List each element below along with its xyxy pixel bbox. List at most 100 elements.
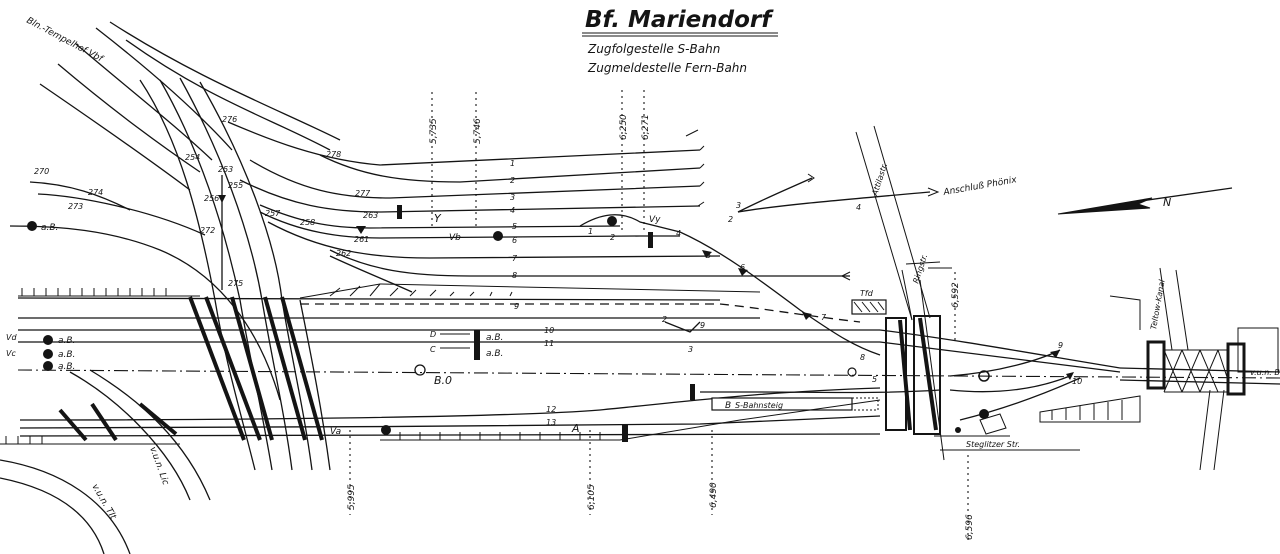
track-line [199,81,283,301]
bridge-girder [918,317,938,431]
switch-number: 278 [326,150,341,159]
signal-label: 5 [872,375,877,384]
track-number: 9 [514,302,519,311]
track-number: 5 [512,222,517,231]
tfd-building [851,299,887,315]
track-line [949,375,1071,393]
buffer-stop [807,173,815,183]
bridge-girder [230,296,274,441]
signal-label: Vb [449,233,461,243]
b0-label: B.0 [434,374,452,387]
km-label: 6,592 [951,282,961,308]
switch-number: 275 [228,279,243,288]
switch-number: 3 [688,345,693,354]
signal-block-icon [648,232,653,248]
track-line [179,77,263,301]
bridge-ringstr [913,315,941,435]
track-line [159,79,241,301]
track-6 [259,211,641,239]
signal-box-icon [979,413,1007,435]
embankment-hatch [329,283,513,297]
siding-phoenix [737,191,931,213]
switch-marker [218,195,226,203]
switch-number: 1 [588,227,593,236]
track-line [329,255,413,293]
track-2 [319,154,701,183]
marker-icon [847,367,857,377]
switch-number: 262 [336,249,351,258]
track-line [95,27,233,151]
signal-label: a.B. [41,223,58,233]
street-attila: Attilastr. [870,162,889,198]
crossover [664,321,701,333]
km-label: 5,746 [473,118,483,144]
track-line [281,299,313,471]
bridge-girder [58,408,88,442]
switch-number: 8 [860,353,865,362]
track-line [29,181,131,211]
switch-number: 2 [728,215,733,224]
canal-teltow: Teltow-Kanal [1149,278,1167,330]
km-label: 6,271 [641,114,651,140]
switch-number: 2 [662,315,667,324]
track-line [214,299,256,471]
track-5 [259,204,621,229]
bridge-girder [263,296,307,441]
direction-lic: v.u.n. Lic [147,446,170,487]
km-label: 6,490 [709,482,719,508]
street-edge [901,269,913,321]
street-ringstr: Ringstr. [911,253,929,285]
track-7 [267,221,721,259]
switch-number: 254 [185,153,200,162]
switch-number: 277 [355,189,371,198]
track-3 [249,159,701,199]
track-number: 7 [512,254,518,263]
track-line [879,329,1121,369]
signal-label: a.B. [58,336,75,346]
canal-edge [1159,267,1173,351]
track-9 [300,303,861,323]
direction-phoenix: Anschluß Phönix [942,175,1018,198]
switch-marker [1066,372,1074,380]
track-13 [19,415,881,429]
street-edge [905,261,941,265]
switch-number: 261 [354,235,369,244]
track-line [89,369,211,501]
switch-number: 2 [610,233,615,242]
direction-tempelhof: Bln.-Tempelhof Vbf [25,16,106,65]
signal-icon [607,216,617,226]
north-arrow-icon [1057,187,1233,215]
km-label: 5,995 [347,484,357,510]
platform-label: S-Bahnsteig [735,401,783,410]
canal-edge [1213,389,1225,471]
track-8 [329,249,850,277]
subtitle-sbahn: Zugfolgestelle S-Bahn [587,42,720,56]
switch-number: 257 [265,209,281,218]
switch-marker [356,226,366,234]
signal-label: a.B. [486,333,503,343]
signal-icon [493,231,503,241]
track-line [9,225,281,401]
track-line [737,177,813,213]
track-line [39,83,191,191]
b0-marker-icon [414,364,426,376]
bridge-girder [204,296,262,441]
signal-label: a.B. [58,350,75,360]
signal-block-icon [690,384,695,400]
track-number: 12 [546,405,556,414]
switch-marker [802,312,812,320]
track-line [1119,379,1280,385]
canal-bridge-abutment [1146,340,1166,390]
tfd-hatch [853,301,885,313]
signal-icon [43,361,53,371]
embankment-hatch [1051,400,1123,420]
switch-marker [702,250,712,258]
track-line [139,79,216,301]
bridge-girder [188,296,246,441]
buffer-stop [841,271,851,281]
track-number: 13 [546,418,556,427]
embankment-hatch [399,432,601,440]
buffer-stops [685,129,705,207]
signal-icon [43,335,53,345]
signal-label: Vd [6,333,17,342]
